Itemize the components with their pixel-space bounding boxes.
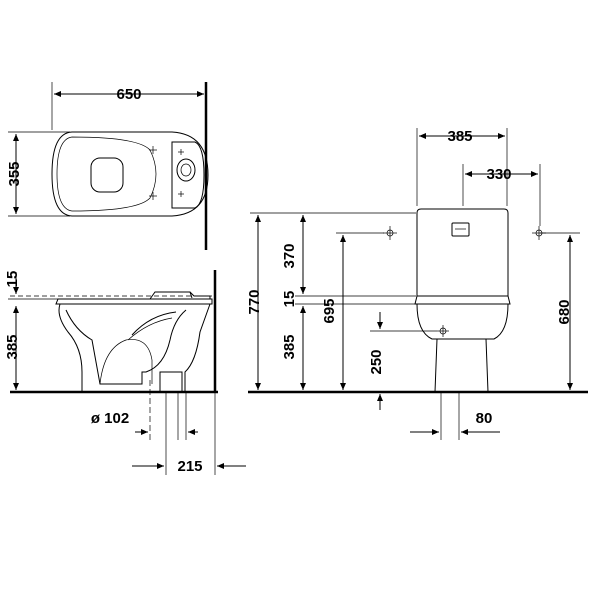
tank-outline xyxy=(171,141,205,209)
flush-button xyxy=(451,222,470,237)
dim-355-label: 355 xyxy=(6,161,23,186)
dim-215-label: 215 xyxy=(177,458,202,475)
dim-385-top-label: 385 xyxy=(447,128,472,145)
dim-385-front-label: 385 xyxy=(281,334,298,359)
pedestal xyxy=(434,338,489,393)
outlet-inner xyxy=(180,163,192,177)
water-seal xyxy=(131,311,177,336)
top-view xyxy=(8,82,209,250)
dim-15-top-label: 15 xyxy=(4,271,21,288)
dim-370-label: 370 xyxy=(281,243,298,268)
dim-102-label: ø 102 xyxy=(91,410,129,427)
trap-curve xyxy=(99,339,153,385)
dim-330-label: 330 xyxy=(486,166,511,183)
seat-band xyxy=(414,295,511,305)
bowl-inner xyxy=(65,309,187,385)
bowl-rim xyxy=(56,136,157,212)
fixing-marks xyxy=(149,146,184,200)
seat xyxy=(55,298,213,305)
dim-650-label: 650 xyxy=(116,86,141,103)
dim-770-label: 770 xyxy=(246,289,263,314)
outlet-circle xyxy=(176,158,196,182)
seat-opening xyxy=(90,157,124,193)
bowl-outline xyxy=(51,131,209,217)
dim-80-label: 80 xyxy=(476,410,493,427)
bowl-body xyxy=(58,303,211,393)
cistern xyxy=(416,208,509,297)
dim-250-label: 250 xyxy=(368,349,385,374)
lid-hinge xyxy=(149,291,193,300)
dim-680-label: 680 xyxy=(556,299,573,324)
outlet-spigot xyxy=(159,371,183,393)
dim-15-front-label: 15 xyxy=(281,291,298,308)
dim-385-side-label: 385 xyxy=(4,334,21,359)
front-view xyxy=(248,128,588,440)
dim-695-label: 695 xyxy=(321,298,338,323)
bowl-front xyxy=(416,303,509,340)
side-view xyxy=(8,270,246,475)
